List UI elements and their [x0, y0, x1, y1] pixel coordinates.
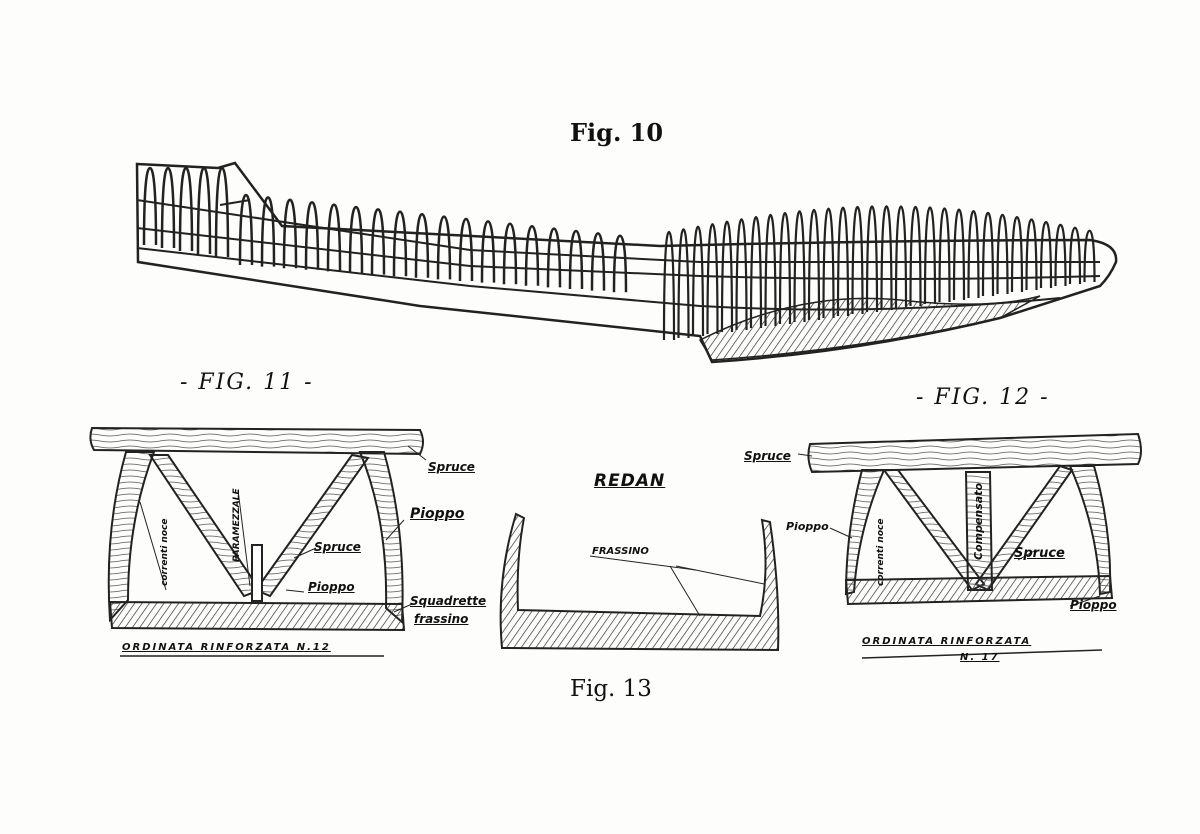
fig13-caption: Fig. 13	[570, 676, 652, 702]
hull-rib	[196, 166, 212, 255]
fig10-caption: Fig. 10	[570, 118, 664, 147]
fig13-title: REDAN	[594, 471, 666, 491]
fig11-label-pioppo-side: Pioppo	[410, 506, 465, 522]
hull-rib	[160, 166, 176, 249]
hull-rib	[865, 205, 879, 313]
fig12-label-pioppo-side: Pioppo	[786, 520, 829, 533]
fig12-caption: - FIG. 12 -	[916, 385, 1050, 410]
hull-rib	[996, 213, 1009, 295]
hull-rib	[568, 229, 584, 290]
hull-rib	[458, 217, 474, 282]
hull-rib	[981, 211, 995, 297]
fig12-label-correnti-noce: correnti noce	[876, 518, 886, 586]
hull-rib	[370, 208, 386, 275]
fig12-caption-bottom: ORDINATA RINFORZATA	[862, 636, 1032, 647]
hull-rib	[938, 207, 951, 303]
hull-rib	[612, 234, 628, 293]
hull-rib	[1054, 223, 1067, 287]
hull-rib	[677, 228, 690, 339]
hull-rib	[414, 212, 430, 278]
hull-rib	[793, 210, 806, 323]
hull-rib	[880, 205, 893, 311]
hull-rib	[282, 198, 298, 269]
hull-rib	[1083, 229, 1096, 283]
hull-rib	[436, 215, 452, 280]
fig12-label-spruce-top: Spruce	[744, 449, 791, 463]
hull-rib	[260, 196, 276, 267]
hull-rib	[909, 205, 922, 307]
hull-rib	[851, 205, 864, 315]
hull-rib	[923, 206, 937, 305]
hull-rib	[178, 166, 194, 252]
hull-rib	[778, 212, 792, 325]
fig11-caption-bottom: ORDINATA RINFORZATA N.12	[122, 642, 331, 653]
fig12-label-pioppo-bottom: Pioppo	[1070, 598, 1117, 612]
hull-rib	[749, 215, 763, 329]
fig11-caption: - FIG. 11 -	[180, 370, 314, 395]
fig11-label-spruce-diag: Spruce	[314, 540, 361, 554]
fig12-caption-number: N. 17	[960, 652, 1000, 663]
hull-rib	[735, 218, 748, 331]
hull-rib	[894, 205, 908, 309]
hull-rib	[326, 203, 342, 272]
hull-rib	[967, 210, 980, 299]
hull-rib	[524, 224, 540, 286]
fig11-label-correnti-noce: correnti noce	[160, 518, 170, 586]
hull-rib	[1010, 215, 1024, 293]
fig12-label-compensato: Compensato	[972, 482, 985, 560]
hull-rib	[706, 223, 719, 335]
hull-rib	[502, 222, 518, 285]
hull-rib	[546, 227, 562, 288]
fig11-label-frassino: frassino	[414, 612, 469, 626]
hull-rib	[720, 220, 734, 333]
hull-rib	[1068, 226, 1082, 285]
fig11-frame-drawing	[89, 426, 427, 657]
hull-frame-drawing	[135, 161, 1118, 364]
hull-rib	[822, 207, 835, 319]
hull-rib	[1025, 218, 1038, 291]
hull-rib	[392, 210, 408, 277]
fig11-label-pioppo-bottom: Pioppo	[308, 580, 355, 594]
hull-rib	[662, 230, 676, 341]
hull-rib	[764, 213, 777, 327]
fig12-label-spruce-diag: Spruce	[1014, 546, 1065, 561]
fig12-frame-drawing	[797, 432, 1142, 659]
hull-rib	[348, 205, 364, 274]
hull-rib	[142, 166, 158, 246]
fig11-label-squadrette: Squadrette	[410, 594, 487, 608]
hull-rib	[590, 232, 606, 291]
fig13-label-frassino: FRASSINO	[592, 546, 649, 557]
fig13-redan-drawing	[499, 512, 780, 652]
fig11-label-paramezzale: PARAMEZZALE	[232, 488, 242, 562]
hull-rib	[691, 225, 705, 337]
hull-rib	[1039, 220, 1053, 289]
hull-rib	[952, 208, 966, 301]
hull-rib	[807, 208, 821, 321]
hull-rib	[480, 220, 496, 283]
hull-rib	[214, 166, 230, 258]
fig11-label-spruce-top: Spruce	[428, 460, 475, 474]
hull-rib	[836, 206, 850, 317]
hull-rib	[304, 200, 320, 270]
hull-rib	[238, 193, 254, 266]
